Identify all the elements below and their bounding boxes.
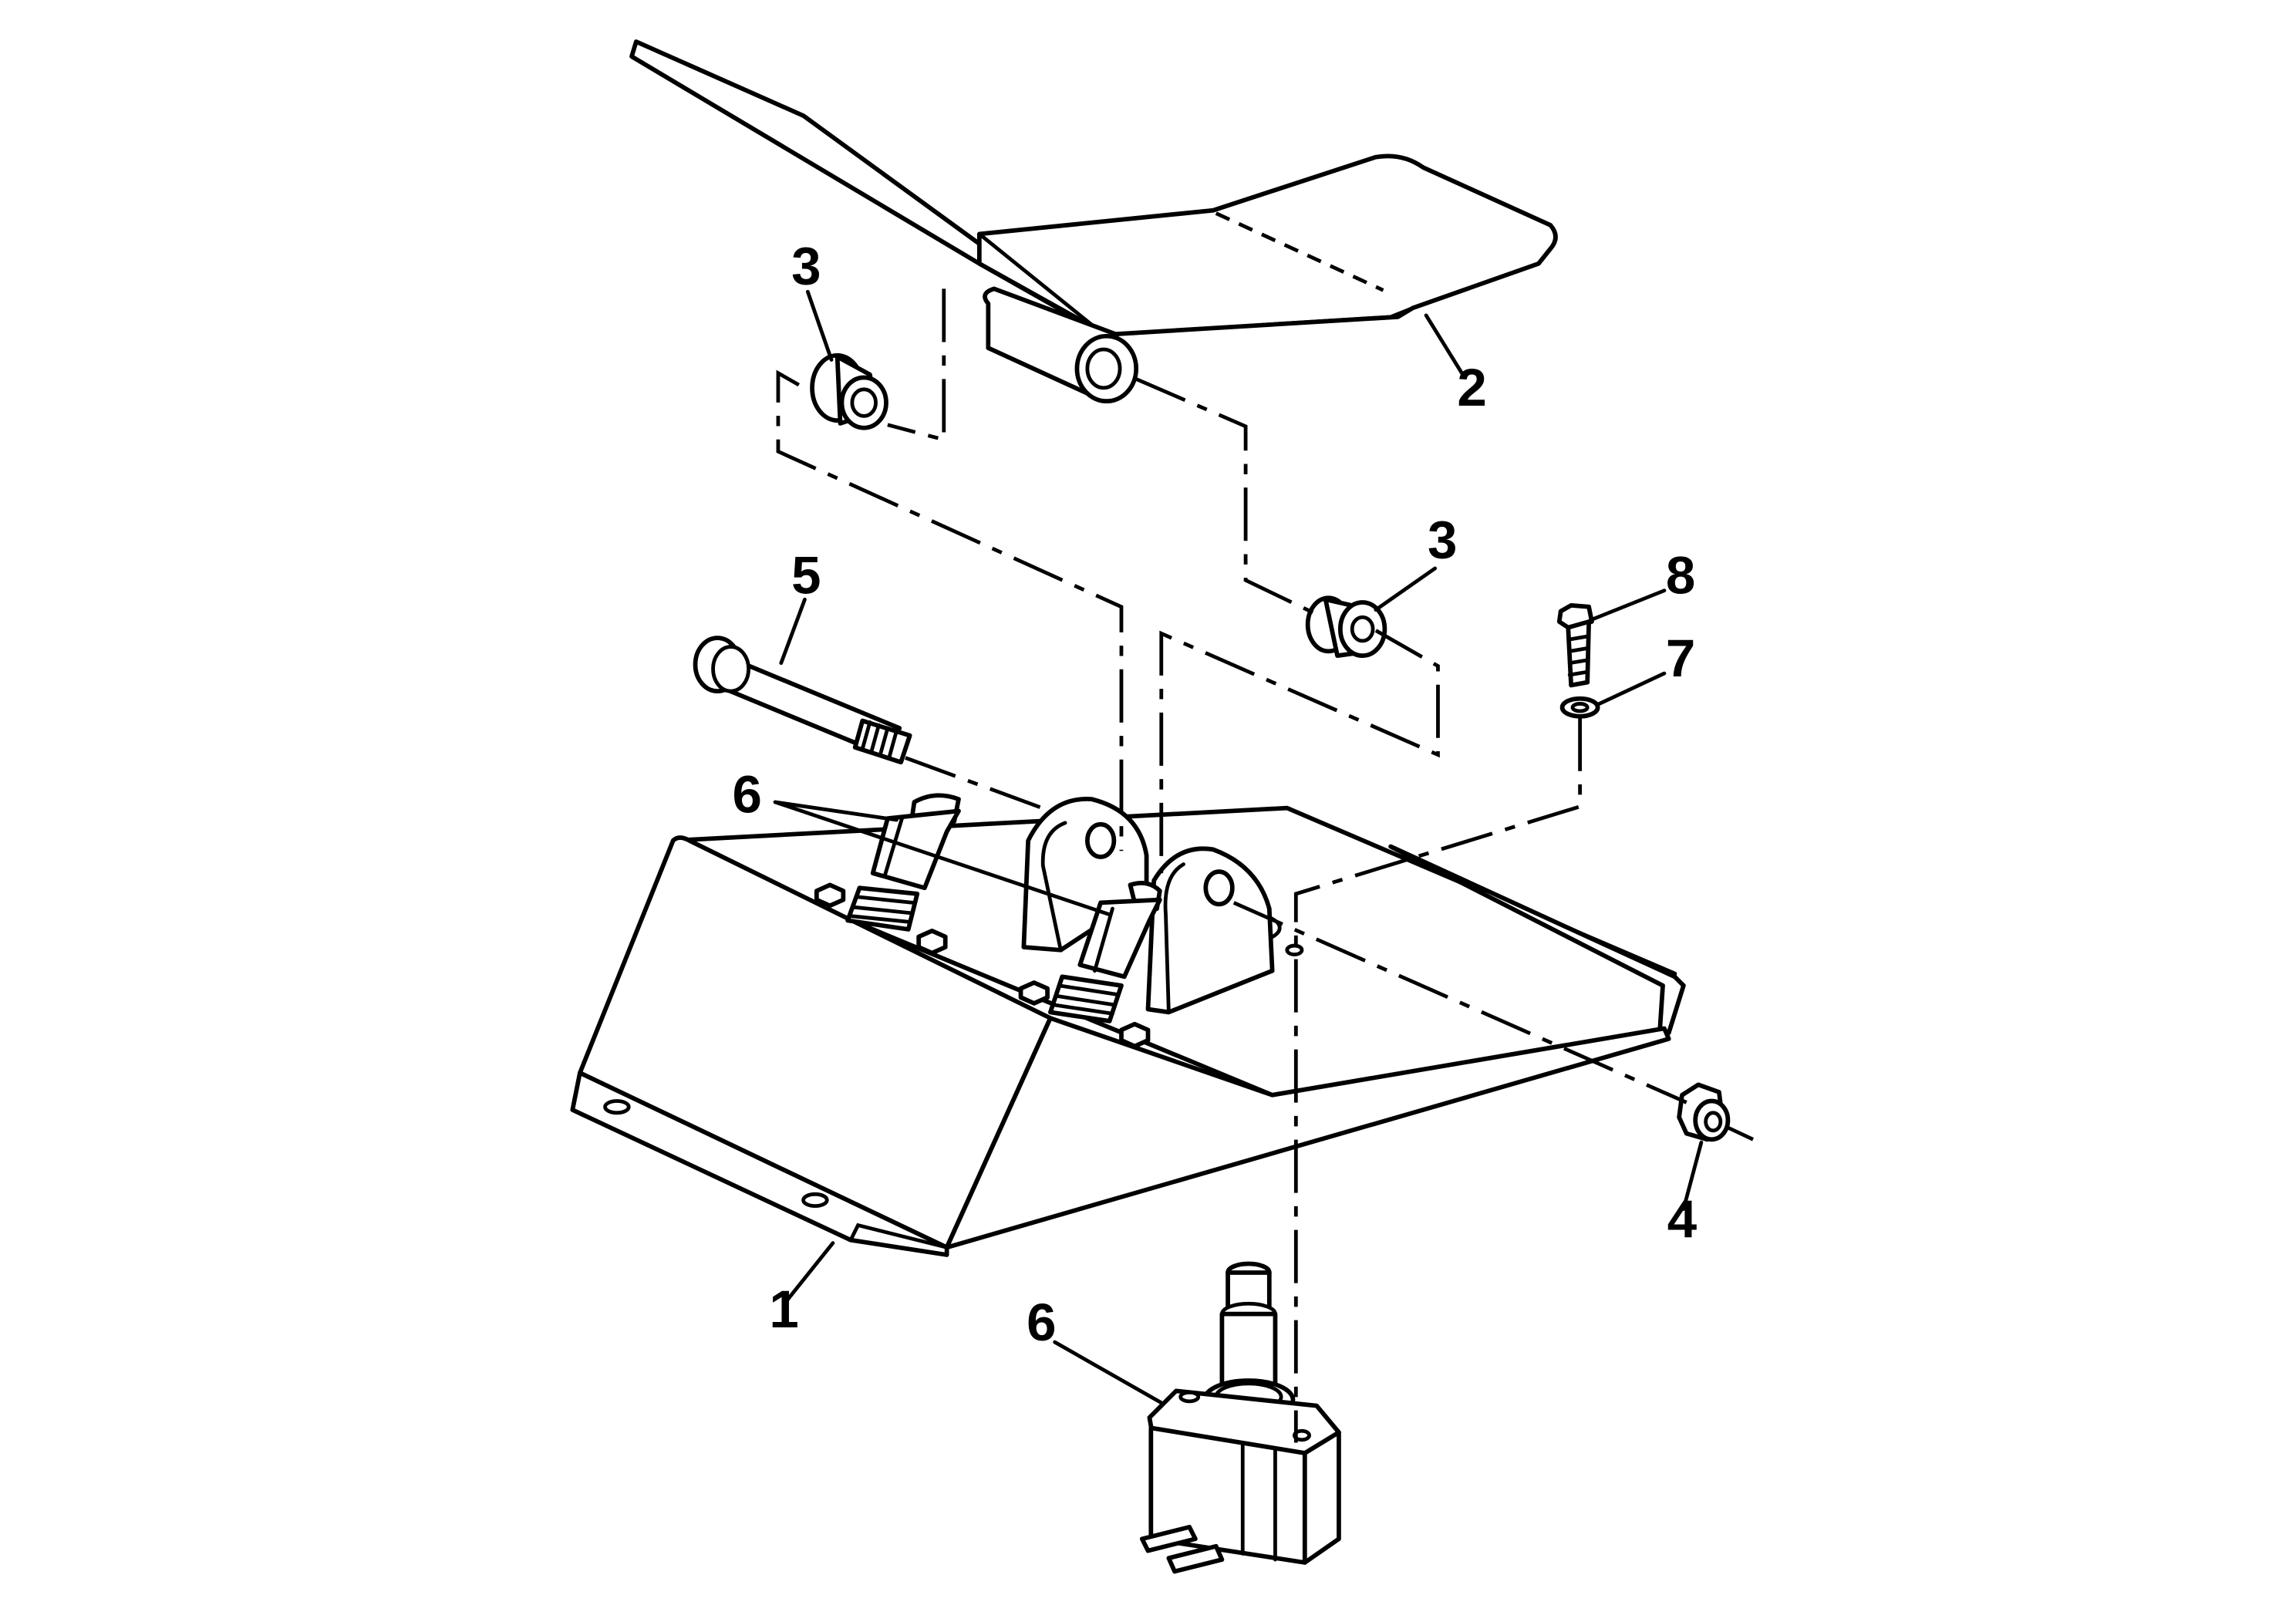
base-housing <box>570 793 1686 1257</box>
pivot-pin <box>693 636 912 765</box>
bushing-lower <box>1305 595 1387 658</box>
leader-lines <box>773 289 1704 1405</box>
alignment-lines <box>776 288 1755 1443</box>
callout-7: 7 <box>1666 628 1695 688</box>
screw <box>1556 602 1594 688</box>
callout-1: 1 <box>769 1279 798 1339</box>
callout-3-lower: 3 <box>1428 509 1457 569</box>
callout-2: 2 <box>1457 357 1486 417</box>
callout-5: 5 <box>791 545 821 605</box>
callout-6-lower: 6 <box>1027 1292 1056 1352</box>
pedal <box>629 39 1558 404</box>
callout-4: 4 <box>1667 1189 1698 1249</box>
nut <box>1677 1082 1731 1142</box>
callout-6-upper: 6 <box>732 764 761 824</box>
callout-labels: 3 2 3 8 7 5 6 4 1 6 <box>732 236 1697 1353</box>
bushing-upper <box>810 352 888 430</box>
callout-8: 8 <box>1666 545 1695 605</box>
callout-3-upper: 3 <box>791 236 821 296</box>
washer <box>1559 696 1600 719</box>
switch-assembly <box>1139 1261 1341 1574</box>
